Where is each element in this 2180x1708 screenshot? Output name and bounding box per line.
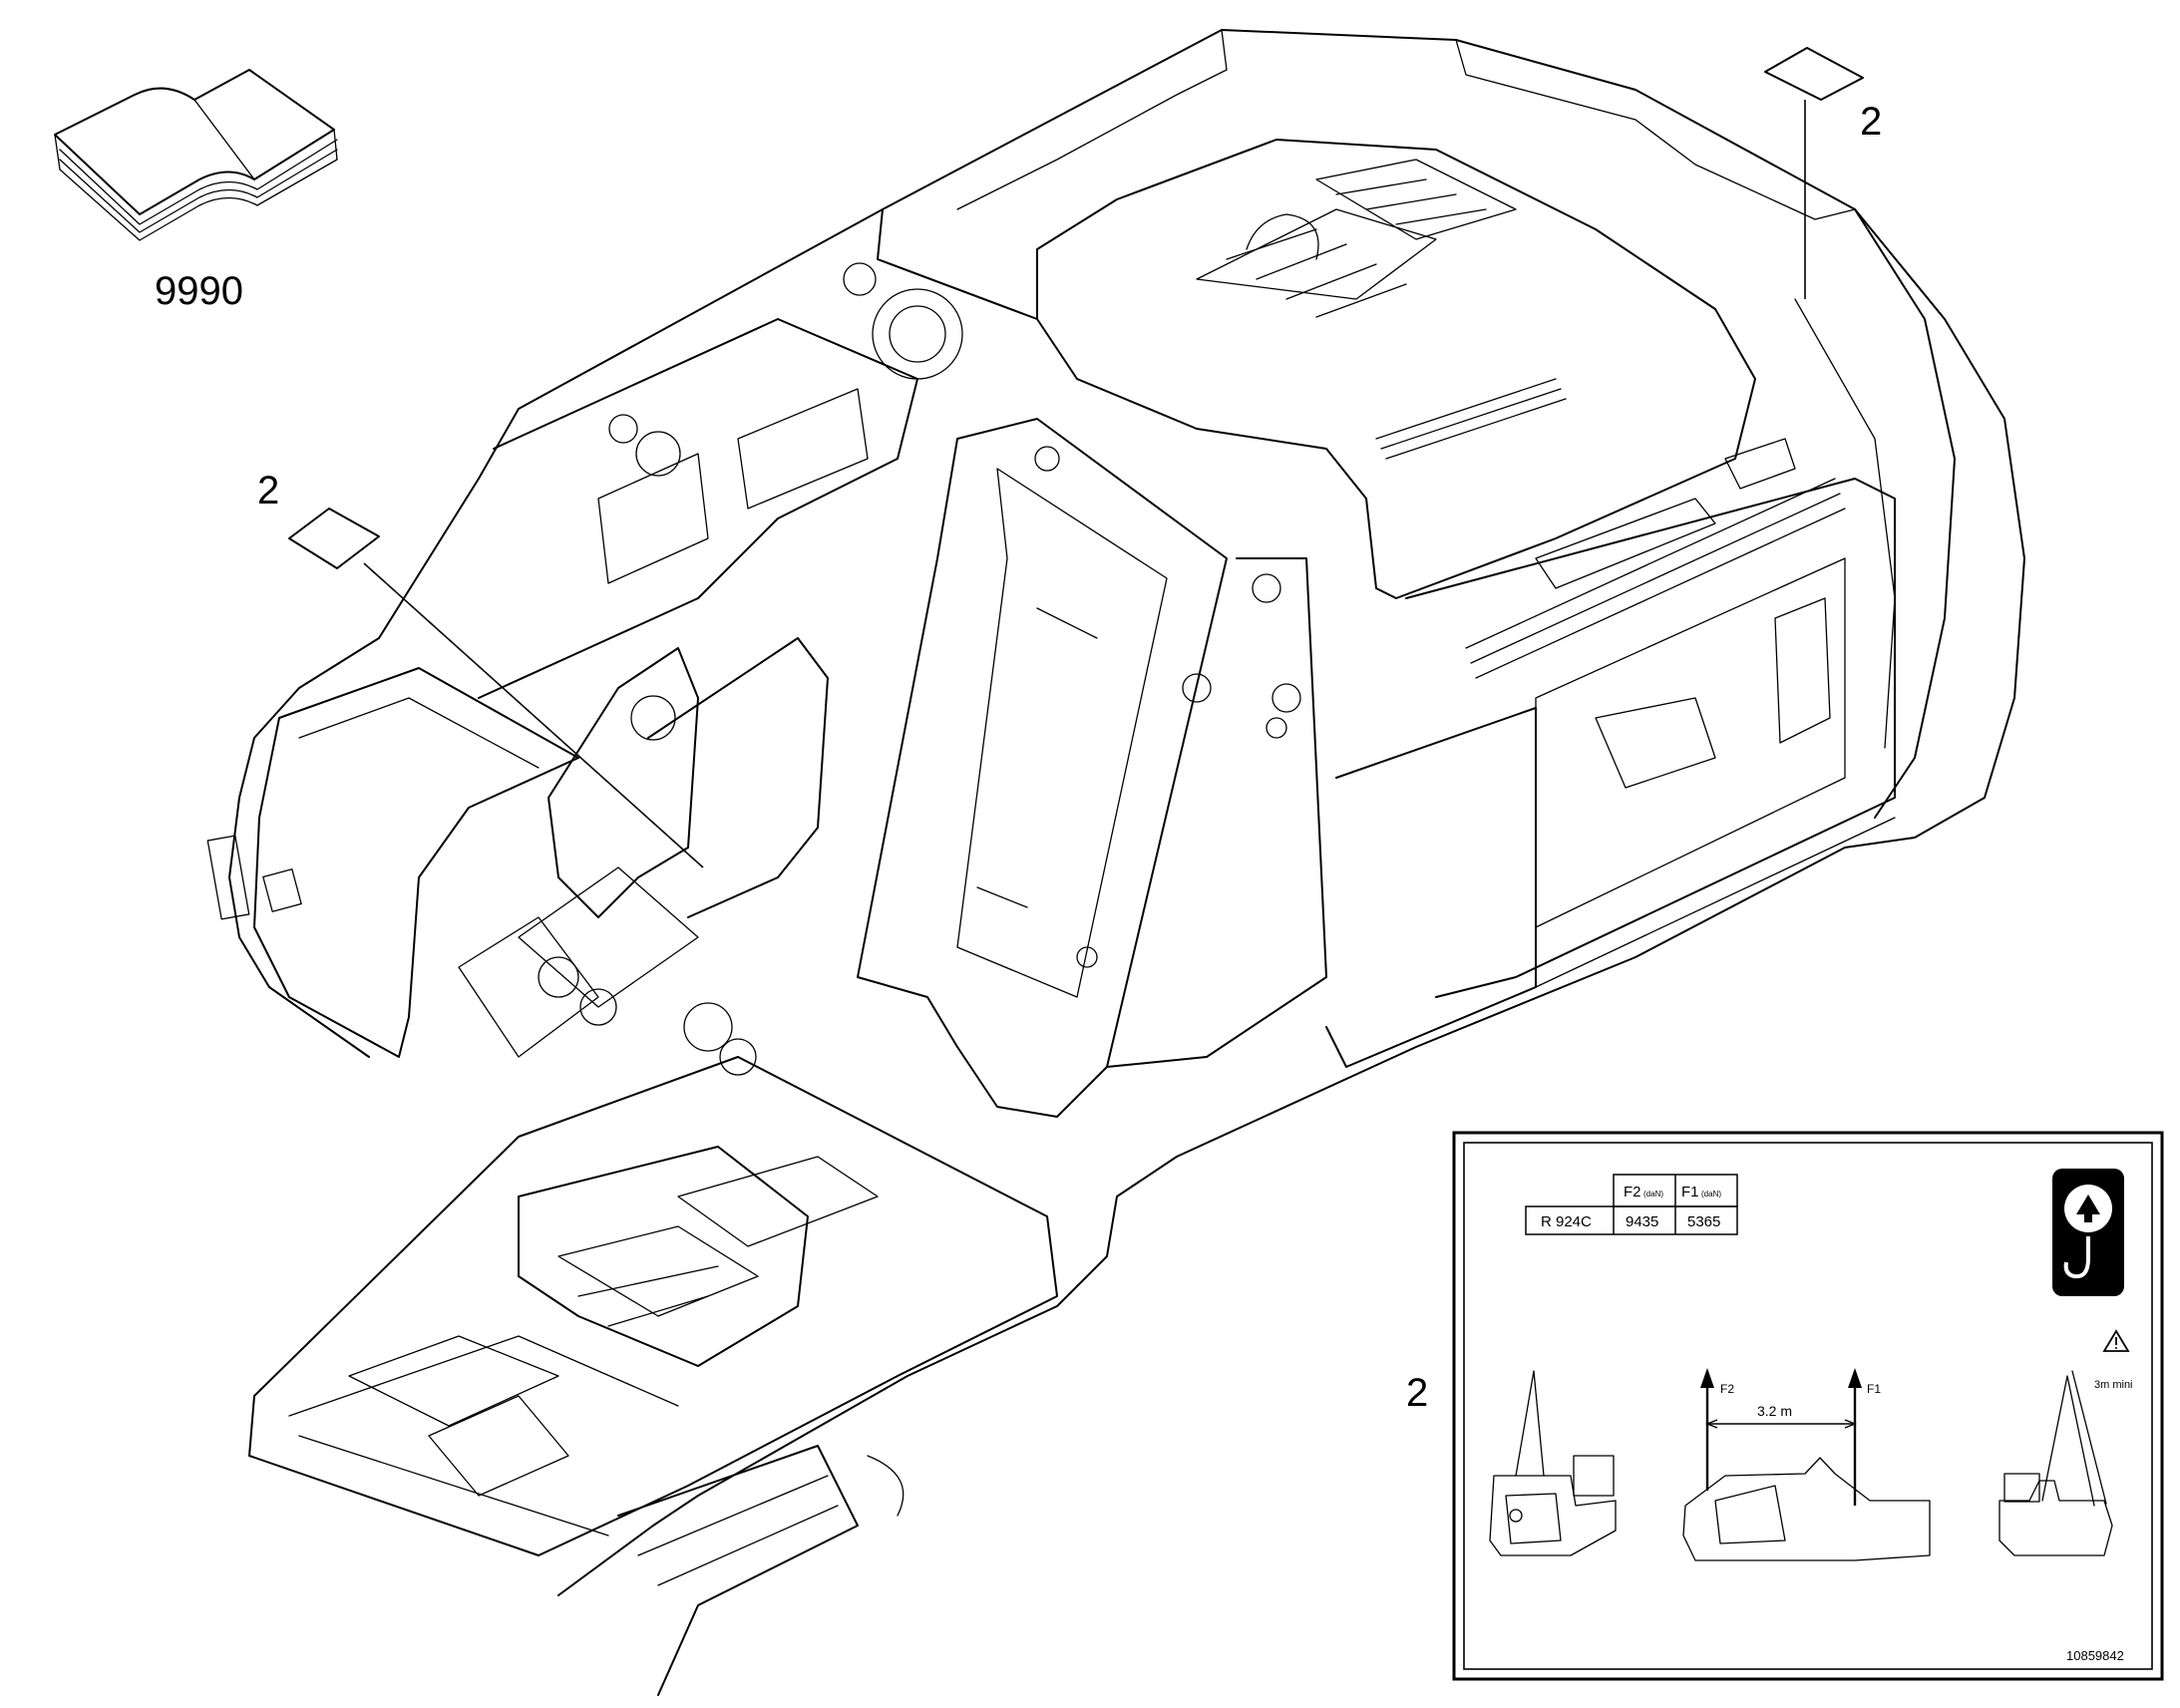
table-value-f1: 5365 — [1687, 1213, 1720, 1230]
force-label-f1: F1 — [1867, 1382, 1881, 1396]
lift-hook-icon — [2052, 1169, 2124, 1296]
callout-label-left: 2 — [257, 469, 279, 512]
excavator-upperstructure-drawing — [206, 29, 2025, 1696]
distance-label: 3.2 m — [1757, 1403, 1792, 1419]
manual-book-icon — [54, 69, 338, 241]
table-unit-f2: (daN) — [1643, 1190, 1663, 1198]
decal-placement-top-right — [1764, 47, 1864, 299]
decal-part-number: 10859842 — [2066, 1648, 2124, 1663]
min-height-label: 3m mini — [2094, 1379, 2133, 1391]
table-model: R 924C — [1541, 1213, 1592, 1230]
decal-placement-left — [288, 508, 704, 868]
callout-label-inset: 2 — [1406, 1371, 1428, 1415]
table-unit-f1: (daN) — [1701, 1190, 1721, 1198]
lifting-decal-inset: F2 (daN) F1 (daN) R 924C 9435 5365 — [1452, 1131, 2164, 1681]
rear-view-lift-right: 3m mini — [1998, 1329, 2133, 1556]
side-view-lift-center: F2 F1 3.2 m — [1682, 1368, 1931, 1561]
table-header-f2: F2 — [1624, 1184, 1641, 1200]
table-value-f2: 9435 — [1626, 1213, 1658, 1230]
side-view-lift-left — [1489, 1370, 1617, 1556]
manual-number: 9990 — [155, 269, 243, 313]
callout-label-top-right: 2 — [1860, 100, 1882, 144]
load-table: F2 (daN) F1 (daN) R 924C 9435 5365 — [1525, 1174, 1738, 1235]
force-label-f2: F2 — [1720, 1382, 1734, 1396]
table-header-f1: F1 — [1681, 1184, 1699, 1200]
